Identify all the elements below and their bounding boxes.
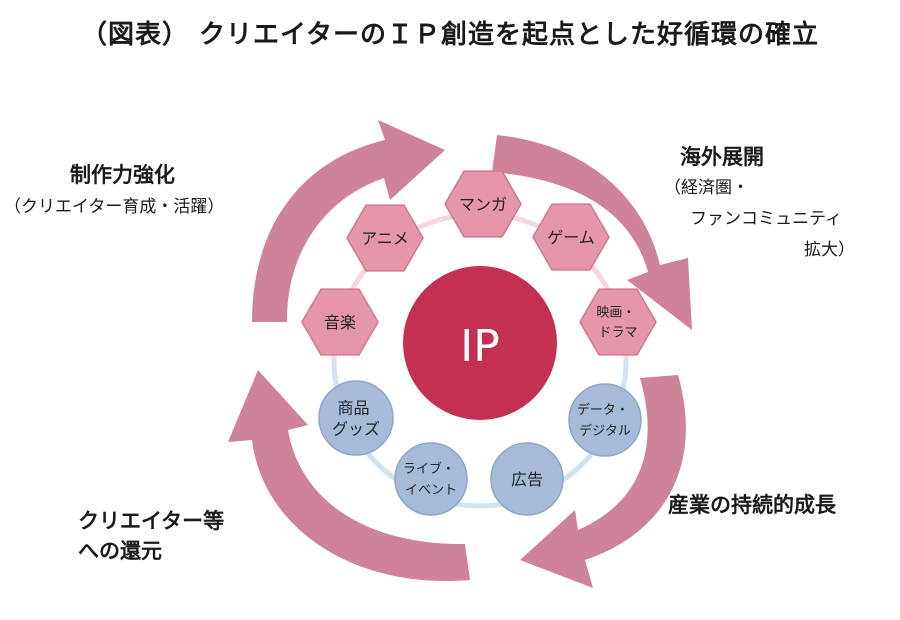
business-circles: データ・ デジタル 広告 ライブ・ イベント 商品 bbox=[318, 380, 642, 516]
hexagon-label-line: マンガ bbox=[459, 195, 507, 214]
hexagon-anime: アニメ bbox=[346, 204, 424, 272]
hexagon-label-line: ドラマ bbox=[598, 326, 637, 341]
circle-label-line: グッズ bbox=[332, 419, 380, 438]
page-title: （図表） クリエイターのＩＰ創造を起点とした好循環の確立 bbox=[80, 20, 819, 50]
hexagon-label-line: ゲーム bbox=[547, 228, 595, 247]
content-hexagons: マンガ ゲーム 映画・ ドラマ 音楽 bbox=[301, 170, 657, 356]
hexagon-label-line: 音楽 bbox=[324, 313, 356, 332]
circle-label-line: デジタル bbox=[579, 423, 631, 439]
circle-shape bbox=[394, 442, 468, 516]
hexagon-shape bbox=[579, 288, 657, 356]
hexagon-label: 音楽 bbox=[324, 313, 356, 332]
stage-sub-production: （クリエイター育成・活躍） bbox=[4, 197, 225, 217]
hexagon-label: 映画・ ドラマ bbox=[596, 306, 639, 341]
stage-heading-production: 制作力強化 bbox=[70, 163, 175, 187]
arrow-top-right bbox=[492, 135, 692, 330]
circle-advertising: 広告 bbox=[490, 442, 564, 516]
hexagon-game: ゲーム bbox=[532, 203, 610, 271]
hexagon-manga: マンガ bbox=[444, 170, 522, 238]
circle-merchandise: 商品 グッズ bbox=[318, 380, 394, 456]
stage-sub-overseas-1: （経済圏・ bbox=[664, 178, 749, 198]
circle-label-line: 広告 bbox=[511, 470, 543, 489]
hexagon-label: マンガ bbox=[459, 195, 507, 214]
arrow-bottom-left bbox=[228, 370, 470, 582]
stage-sub-overseas-3: 拡大） bbox=[804, 240, 855, 260]
hexagon-film-drama: 映画・ ドラマ bbox=[579, 288, 657, 356]
stage-heading-growth: 産業の持続的成長 bbox=[668, 493, 836, 517]
hexagon-label: ゲーム bbox=[547, 228, 595, 247]
hexagon-label-line: 映画・ bbox=[596, 306, 635, 321]
stage-heading-return-2: への還元 bbox=[78, 539, 162, 563]
circle-label-line: イベント bbox=[405, 483, 457, 498]
circle-label-line: ライブ・ bbox=[403, 461, 455, 477]
hexagon-label: アニメ bbox=[361, 229, 409, 248]
circle-shape bbox=[568, 383, 642, 457]
arrow-top-left bbox=[252, 120, 445, 322]
stage-heading-overseas: 海外展開 bbox=[680, 145, 764, 169]
circle-label: データ・ デジタル bbox=[577, 402, 633, 439]
circle-label-line: 商品 bbox=[337, 398, 369, 417]
hexagon-music: 音楽 bbox=[301, 288, 379, 356]
stage-sub-overseas-2: ファンコミュニティ bbox=[690, 209, 842, 229]
ip-center-circle bbox=[403, 266, 557, 420]
circle-shape bbox=[490, 442, 564, 516]
arrow-bottom-right bbox=[520, 375, 686, 588]
hexagon-label-line: アニメ bbox=[361, 229, 409, 248]
circle-label: 広告 bbox=[511, 470, 543, 489]
circle-label: 商品 グッズ bbox=[332, 398, 380, 438]
circle-shape bbox=[318, 380, 394, 456]
circle-live-event: ライブ・ イベント bbox=[394, 442, 468, 516]
hexagon-shape bbox=[301, 288, 379, 356]
hexagon-shape bbox=[532, 203, 610, 271]
hexagon-shape bbox=[444, 170, 522, 238]
stage-heading-return-1: クリエイター等 bbox=[78, 509, 225, 533]
circle-label: ライブ・ イベント bbox=[403, 461, 459, 498]
ip-center-label: IP bbox=[460, 321, 500, 372]
circle-label-line: データ・ bbox=[577, 402, 629, 418]
hexagon-shape bbox=[346, 204, 424, 272]
cycle-arrows bbox=[228, 120, 692, 588]
circle-data-digital: データ・ デジタル bbox=[568, 383, 642, 457]
